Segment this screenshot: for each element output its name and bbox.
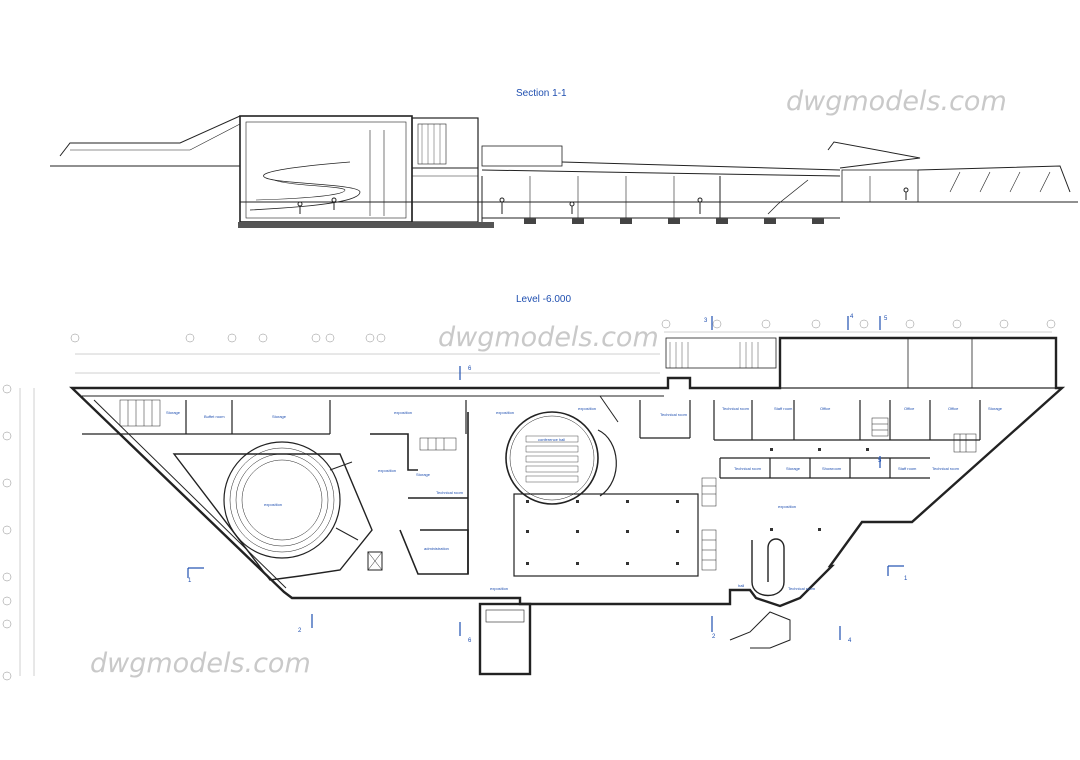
- room-label: Staff room: [774, 406, 793, 411]
- room-label: exposition: [394, 410, 412, 415]
- floor-plan: [2, 319, 1066, 681]
- room-label: Storage: [416, 472, 431, 477]
- section-marker-labels: 1 1 2 2 3 4 4 5 5 6 6: [188, 314, 908, 644]
- room-label: Storage: [786, 466, 801, 471]
- room-label: conference hall: [538, 437, 565, 442]
- room-label: Office: [820, 406, 831, 411]
- room-label: Technical room: [932, 466, 960, 471]
- room-label: Technical room: [436, 490, 464, 495]
- room-label: Buffet room: [204, 414, 225, 419]
- room-label: Storage: [272, 414, 287, 419]
- room-label: exposition: [264, 502, 282, 507]
- section-title: Section 1-1: [516, 88, 567, 99]
- section-marker: 2: [298, 628, 302, 634]
- section-marker: 6: [468, 366, 472, 372]
- conference-hall: [505, 395, 619, 505]
- room-label: exposition: [378, 468, 396, 473]
- room-label: Showroom: [822, 466, 842, 471]
- section-marker: 2: [712, 634, 716, 640]
- room-label: exposition: [496, 410, 514, 415]
- room-labels: Storage Buffet room Storage exposition e…: [166, 406, 1003, 591]
- room-label: Office: [904, 406, 915, 411]
- section-drawing: [50, 115, 1078, 228]
- room-label: Technical room: [722, 406, 750, 411]
- section-marker: 1: [904, 576, 908, 582]
- room-label: Technical room: [734, 466, 762, 471]
- section-marker: 1: [188, 578, 192, 584]
- section-markers: [187, 316, 904, 640]
- room-label: exposition: [490, 586, 508, 591]
- room-label: administration: [424, 546, 449, 551]
- room-label: Office: [948, 406, 959, 411]
- watermark: dwgmodels.com: [786, 86, 1007, 117]
- room-label: exposition: [578, 406, 596, 411]
- room-label: Technical room: [660, 412, 688, 417]
- section-marker: 5: [884, 316, 888, 322]
- section-marker: 5: [878, 458, 882, 464]
- section-marker: 4: [848, 638, 852, 644]
- room-label: hall: [738, 583, 744, 588]
- section-marker: 4: [850, 314, 854, 320]
- plan-title: Level -6.000: [516, 294, 571, 305]
- watermark: dwgmodels.com: [438, 322, 659, 353]
- room-label: Staff room: [898, 466, 917, 471]
- section-marker: 6: [468, 638, 472, 644]
- room-label: Technical room: [788, 586, 816, 591]
- room-label: Storage: [166, 410, 181, 415]
- amphitheatre: [172, 441, 373, 581]
- room-label: Storage: [988, 406, 1003, 411]
- section-marker: 3: [704, 318, 708, 324]
- watermark: dwgmodels.com: [90, 648, 311, 679]
- room-label: exposition: [778, 504, 796, 509]
